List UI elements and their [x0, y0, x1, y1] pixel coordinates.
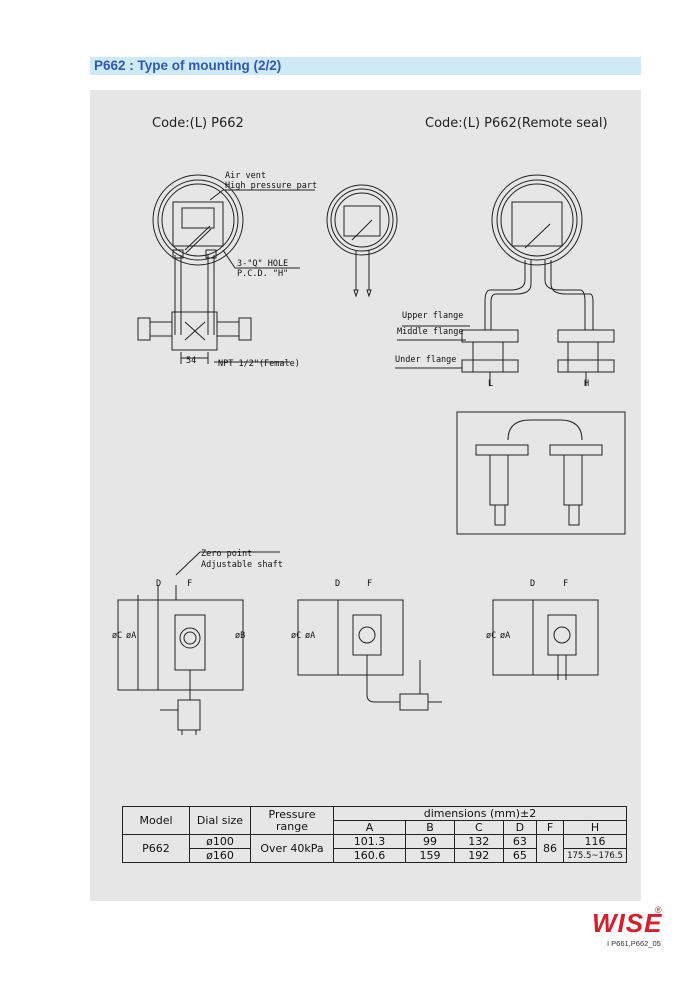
wise-logo: WISE: [592, 908, 663, 938]
label-npt: NPT 1/2"(Female): [218, 359, 300, 369]
technical-drawing: Air vent High pressure part 3-"Q" HOLE P…: [112, 171, 626, 735]
label-D-3: D: [530, 579, 535, 589]
detail-seals: [475, 419, 603, 526]
label-phiC-1: øC: [112, 631, 122, 641]
th-pressure: Pressure range: [250, 806, 334, 835]
drawing-panel: Air vent High pressure part 3-"Q" HOLE P…: [90, 90, 641, 901]
label-phiC-3: øC: [486, 631, 496, 641]
registered-mark: ®: [655, 905, 662, 915]
label-adjustable-shaft: Adjustable shaft: [201, 560, 283, 570]
label-hole: 3-"Q" HOLE: [237, 259, 288, 269]
th-col-D: D: [502, 820, 538, 835]
page-reference: I P661,P662_05: [607, 939, 661, 948]
th-dimensions: dimensions (mm)±2: [333, 806, 627, 821]
cell-pressure: Over 40kPa: [250, 834, 334, 863]
th-col-A: A: [332, 820, 407, 835]
th-col-C: C: [453, 820, 504, 835]
cell-dial-2: ø160: [189, 848, 251, 863]
label-upper-flange: Upper flange: [402, 311, 463, 321]
label-high-pressure: High pressure part: [225, 181, 317, 191]
cell-B-1: 99: [405, 834, 455, 849]
valve-manifold: [137, 311, 252, 364]
cell-B-2: 159: [405, 848, 455, 863]
cell-model: P662: [122, 834, 190, 863]
label-middle-flange: Middle flange: [397, 327, 464, 337]
label-phiA-3: øA: [500, 631, 510, 641]
cell-F: 86: [536, 834, 564, 863]
cell-C-2: 192: [453, 848, 504, 863]
label-under-flange: Under flange: [395, 355, 456, 365]
label-D-1: D: [156, 579, 161, 589]
code-left: Code:(L) P662: [152, 116, 244, 131]
label-H: H: [584, 379, 589, 389]
label-dim-54: 54: [186, 356, 196, 366]
cell-H-1: 116: [563, 834, 627, 849]
label-phiA-1: øA: [126, 631, 136, 641]
cell-H-2: 175.5~176.5: [563, 848, 627, 863]
cell-D-2: 65: [502, 848, 538, 863]
page-title: P662 : Type of mounting (2/2): [94, 58, 282, 73]
side-view-1: [117, 585, 244, 735]
gauge-remote-seal: [461, 174, 615, 386]
title-bar: P662 : Type of mounting (2/2): [90, 57, 641, 75]
th-col-F: F: [536, 820, 564, 835]
cell-A-1: 101.3: [332, 834, 407, 849]
label-F-1: F: [187, 579, 192, 589]
gauge-front-middle: [326, 184, 398, 298]
side-view-2: [297, 599, 442, 711]
th-col-B: B: [405, 820, 455, 835]
side-view-3: [492, 599, 599, 680]
label-zero-point: Zero point: [201, 549, 252, 559]
label-L: L: [488, 379, 493, 389]
gauge-front-left: [152, 174, 244, 335]
cell-dial-1: ø100: [189, 834, 251, 849]
dimensions-table: Model Dial size Pressure range dimension…: [122, 806, 627, 863]
th-model: Model: [122, 806, 190, 835]
label-D-2: D: [335, 579, 340, 589]
code-right: Code:(L) P662(Remote seal): [425, 116, 608, 131]
label-phiC-2: øC: [291, 631, 301, 641]
cell-D-1: 63: [502, 834, 538, 849]
label-F-2: F: [367, 579, 372, 589]
detail-box: [456, 411, 626, 535]
label-phiB: øB: [235, 631, 245, 641]
label-F-3: F: [563, 579, 568, 589]
label-phiA-2: øA: [305, 631, 315, 641]
th-dial: Dial size: [189, 806, 251, 835]
cell-A-2: 160.6: [332, 848, 407, 863]
label-pcd: P.C.D. "H": [237, 269, 288, 279]
th-col-H: H: [563, 820, 627, 835]
label-air-vent: Air vent: [225, 171, 266, 181]
cell-C-1: 132: [453, 834, 504, 849]
